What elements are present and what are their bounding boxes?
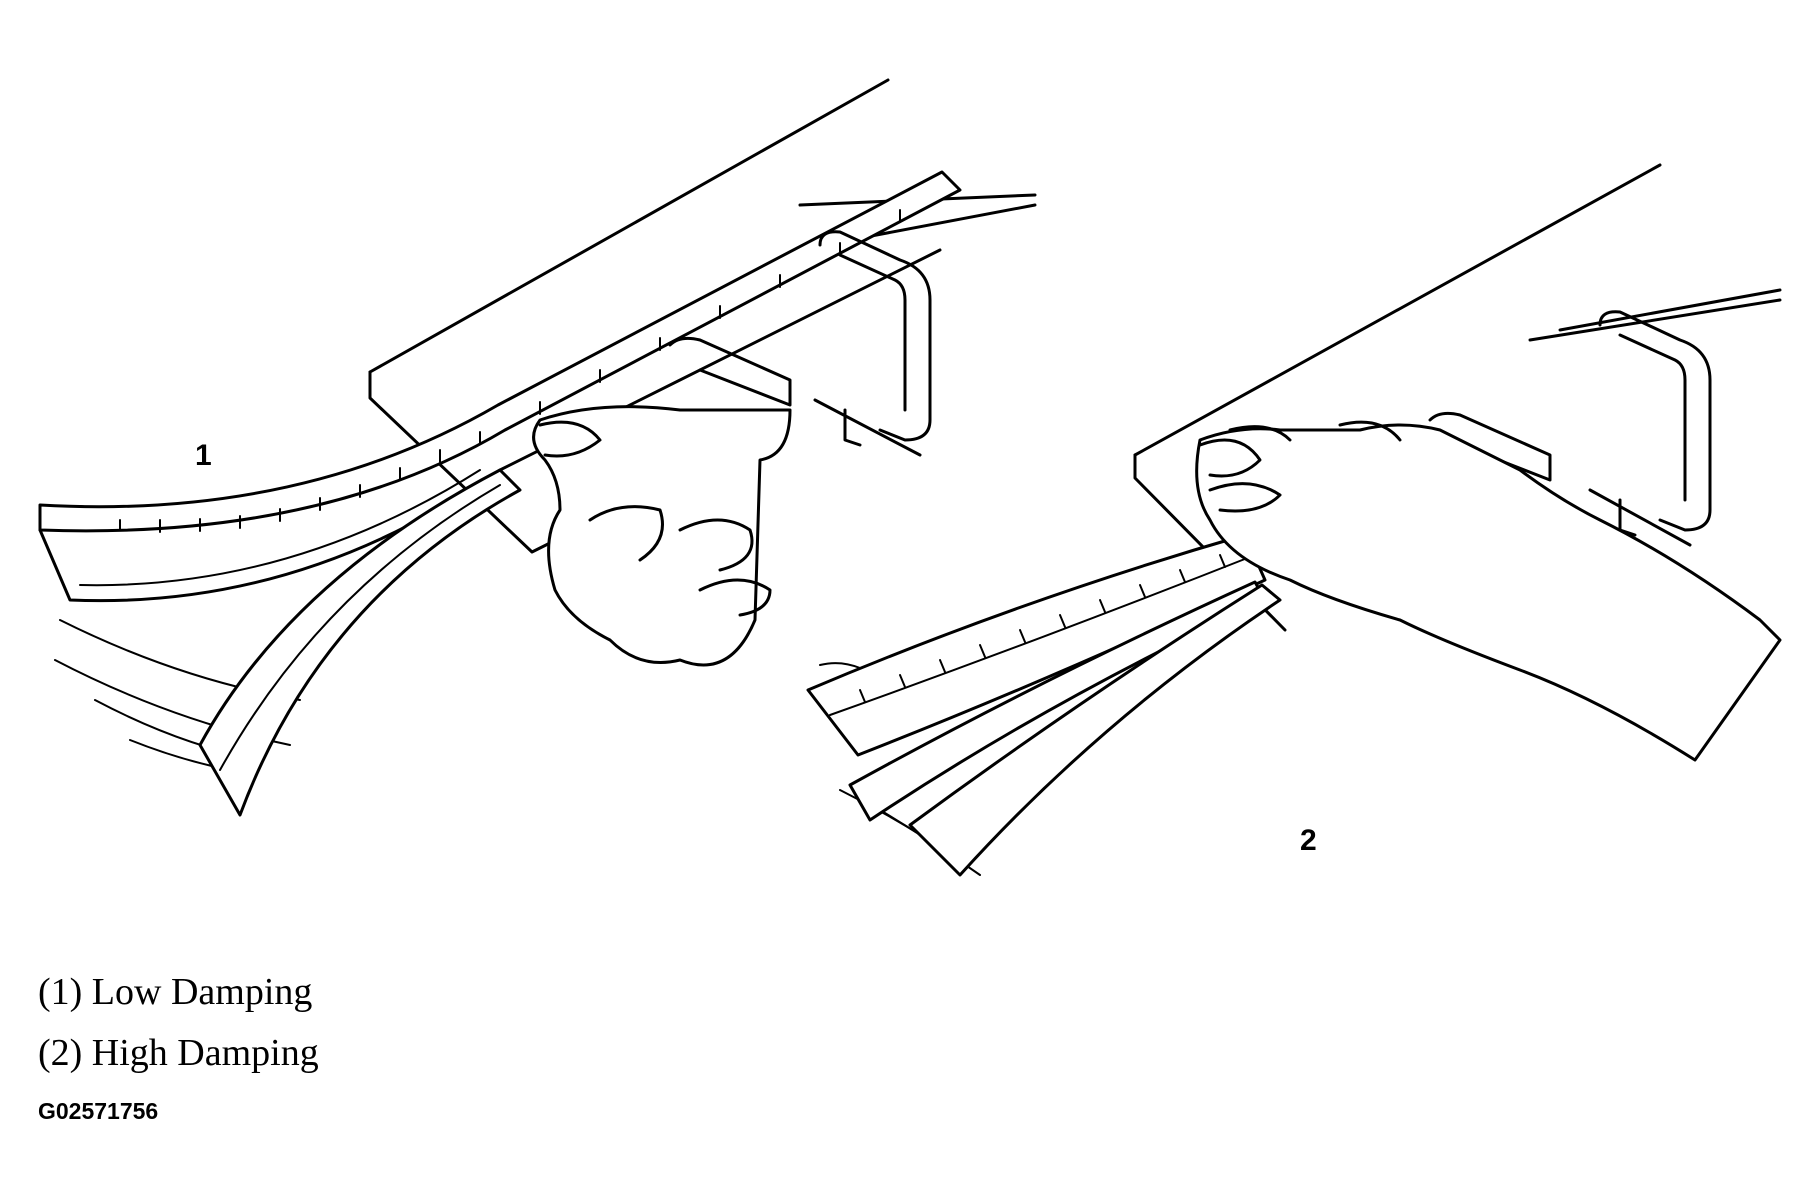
callout-1: 1 [195, 439, 212, 472]
legend-item-high-damping: (2) High Damping [38, 1032, 319, 1074]
callout-2: 2 [1300, 824, 1317, 857]
ruler-2-ticks [859, 554, 1226, 703]
high-damping-scene: 2 [806, 163, 1782, 877]
legend-item-low-damping: (1) Low Damping [38, 971, 313, 1013]
ruler-2-upper [806, 533, 1267, 757]
low-damping-scene: 1 [38, 78, 1037, 817]
figure-id: G02571756 [38, 1098, 159, 1124]
ruler-2-lower [848, 580, 1282, 877]
c-clamp-1 [668, 230, 932, 457]
hand-1 [532, 405, 792, 667]
hand-2 [1195, 420, 1782, 762]
ruler-1-lower [198, 468, 522, 817]
c-clamp-2 [1428, 310, 1712, 547]
ruler-1-ticks [119, 209, 901, 533]
